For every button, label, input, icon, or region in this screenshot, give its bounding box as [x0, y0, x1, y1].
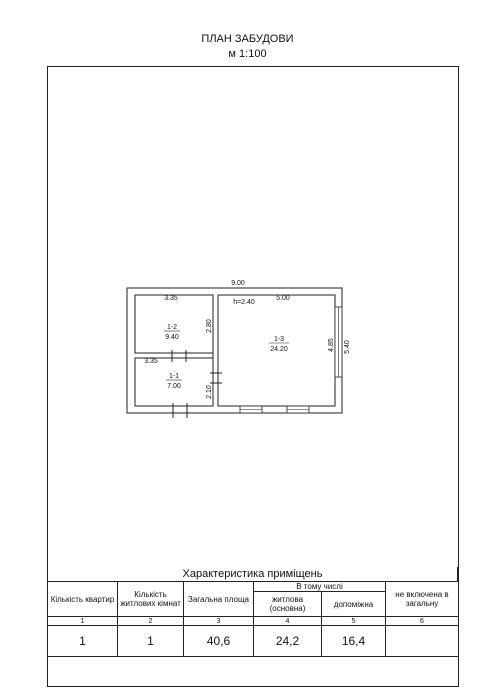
col-not-included: не включена в загальну — [386, 582, 458, 617]
room-1-1-width: 3.35 — [144, 358, 158, 365]
val-total-area: 40,6 — [184, 626, 254, 657]
outer-right-dimension: 5.40 — [344, 340, 351, 354]
val-living-main: 24,2 — [254, 626, 322, 657]
colnum-1: 1 — [48, 617, 118, 626]
drawing-frame — [47, 66, 459, 687]
room-1-3-width: 5.00 — [276, 295, 290, 302]
table-header: Характеристика приміщень — [48, 567, 458, 582]
val-living-rooms: 1 — [118, 626, 184, 657]
room-characteristics-table: Характеристика приміщень Кількість кварт… — [48, 567, 458, 686]
ceiling-height-label: h=2.40 — [233, 299, 255, 306]
room-1-3-depth: 4.85 — [328, 338, 335, 352]
room-1-2-id: 1-2 — [167, 324, 177, 331]
colnum-6: 6 — [386, 617, 458, 626]
val-auxiliary: 16,4 — [322, 626, 386, 657]
room-1-2-depth: 2.80 — [206, 319, 213, 333]
col-apartments: Кількість квартир — [48, 582, 118, 617]
colnum-4: 4 — [254, 617, 322, 626]
colnum-3: 3 — [184, 617, 254, 626]
val-not-included — [386, 626, 458, 657]
val-apartments: 1 — [48, 626, 118, 657]
room-1-1-area: 7.00 — [167, 383, 181, 390]
outer-wall — [126, 287, 343, 414]
room-1-1-depth: 2.10 — [206, 385, 213, 399]
col-living-rooms: Кількість житлових кімнат — [118, 582, 184, 617]
room-1-3-area: 24.20 — [270, 346, 288, 353]
room-1-1-id: 1-1 — [169, 373, 179, 380]
colnum-5: 5 — [322, 617, 386, 626]
plan-scale: м 1:100 — [228, 48, 267, 60]
room-1-3-id: 1-3 — [274, 336, 284, 343]
plan-title: ПЛАН ЗАБУДОВИ — [201, 33, 294, 45]
room-1-1-outline — [134, 357, 214, 407]
col-including: В тому числі — [254, 582, 386, 592]
colnum-2: 2 — [118, 617, 184, 626]
col-living-main: житлова (основна) — [254, 592, 322, 617]
room-1-2-width: 3.35 — [164, 295, 178, 302]
overall-width-label: 9.00 — [231, 280, 245, 287]
room-1-2-area: 9.40 — [165, 334, 179, 341]
col-total-area: Загальна площа — [184, 582, 254, 617]
col-auxiliary: допоміжна — [322, 592, 386, 617]
